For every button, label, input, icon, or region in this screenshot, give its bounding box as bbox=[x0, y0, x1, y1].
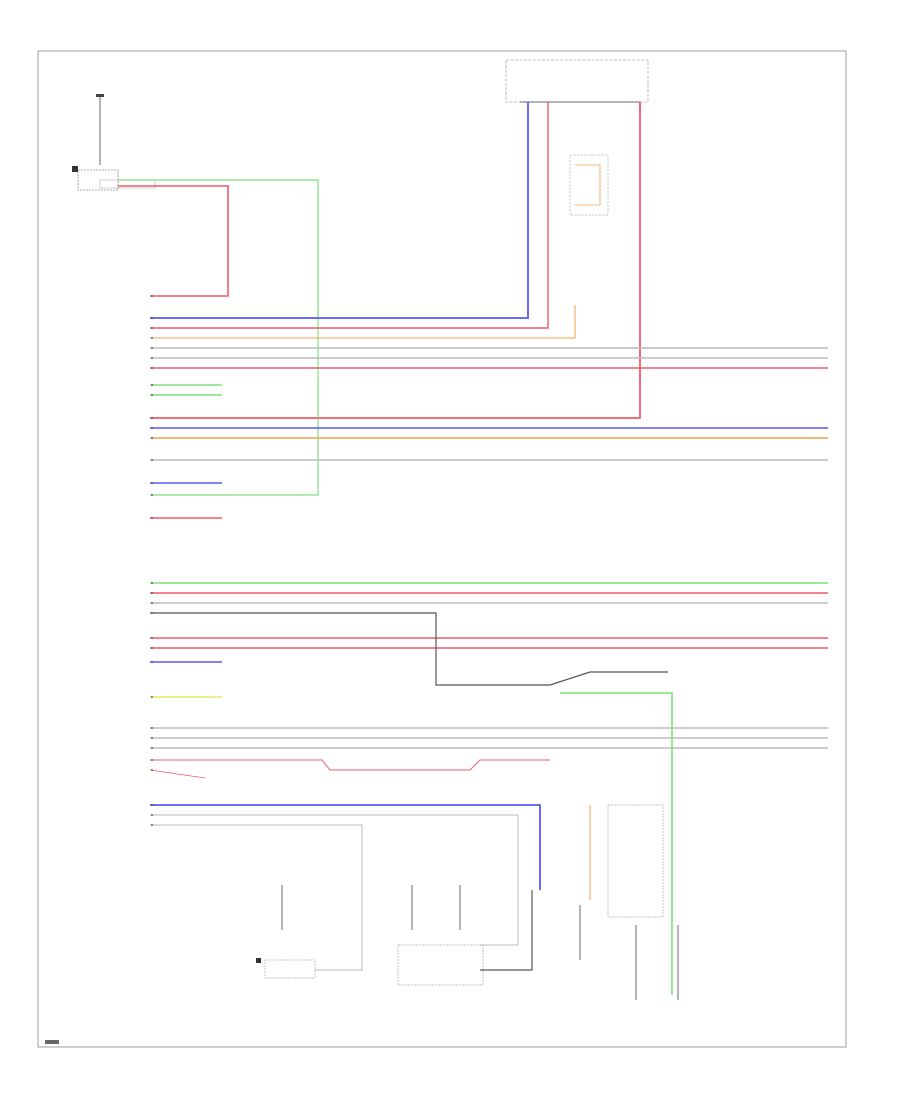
wire-gray-bottom-2 bbox=[150, 824, 363, 971]
top-left-switch bbox=[72, 94, 156, 191]
pin-dot bbox=[151, 417, 153, 419]
top-right-module bbox=[505, 59, 649, 216]
pin-dot bbox=[151, 804, 153, 806]
wire-red-long bbox=[150, 102, 641, 419]
wire-red-top bbox=[118, 185, 229, 297]
wire-red-lower bbox=[150, 759, 550, 771]
bottom-right-sensor bbox=[579, 804, 679, 1000]
pin-dot bbox=[151, 337, 153, 339]
wire-red-upper bbox=[150, 102, 549, 329]
bottom-center-module bbox=[397, 885, 484, 986]
pin-dot bbox=[151, 747, 153, 749]
pin-dot bbox=[151, 637, 153, 639]
pin-dot bbox=[151, 295, 153, 297]
pin-dot bbox=[151, 592, 153, 594]
pin-dot bbox=[151, 327, 153, 329]
pin-dot bbox=[151, 814, 153, 816]
wire-dark-bottom bbox=[480, 890, 533, 971]
pin-dot bbox=[151, 317, 153, 319]
ground-symbol-icon bbox=[45, 1040, 59, 1044]
pin-dot bbox=[151, 769, 153, 771]
wire-orange-upper bbox=[150, 305, 576, 339]
wire-blue-top bbox=[150, 102, 529, 319]
wire-blue-bottom bbox=[150, 804, 541, 890]
wire-gray-bottom bbox=[150, 814, 519, 946]
wire-green-right bbox=[560, 692, 673, 995]
pin-dot bbox=[151, 367, 153, 369]
diagram-frame bbox=[37, 50, 847, 1048]
pin-dot bbox=[151, 647, 153, 649]
wire-dark-mid bbox=[150, 612, 668, 686]
pin-dot bbox=[151, 759, 153, 761]
pin-dot bbox=[151, 517, 153, 519]
pin-dot bbox=[151, 602, 153, 604]
pin-dot bbox=[151, 347, 153, 349]
pin-dot bbox=[151, 427, 153, 429]
pin-dot bbox=[151, 661, 153, 663]
pin-dot bbox=[151, 494, 153, 496]
pin-dot bbox=[151, 459, 153, 461]
wire-red-lower-stub bbox=[149, 769, 206, 779]
pin-dot bbox=[151, 384, 153, 386]
pin-dot bbox=[151, 482, 153, 484]
pin-dot bbox=[151, 357, 153, 359]
pin-dot bbox=[151, 696, 153, 698]
pin-dot bbox=[151, 727, 153, 729]
bottom-left-switch bbox=[256, 885, 316, 979]
pin-dot bbox=[151, 437, 153, 439]
pin-dot bbox=[151, 394, 153, 396]
pin-dot bbox=[151, 737, 153, 739]
pin-dot bbox=[151, 582, 153, 584]
pin-dot bbox=[151, 824, 153, 826]
wire-layer bbox=[118, 102, 828, 995]
pin-dot bbox=[151, 612, 153, 614]
